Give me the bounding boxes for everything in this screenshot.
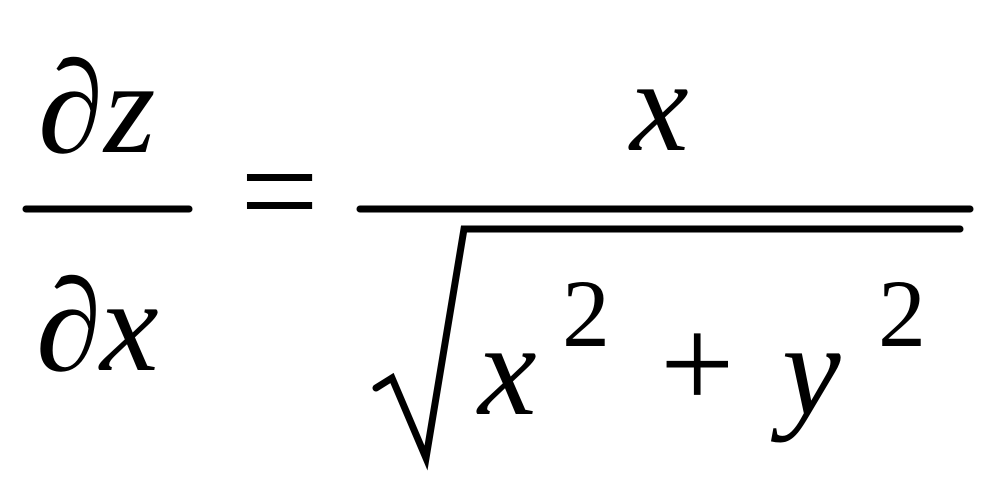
equals-sign: =	[240, 114, 319, 269]
lhs-denominator-variable: x	[98, 252, 159, 399]
lhs-fraction: ∂ z ∂ x	[22, 34, 193, 399]
radicand-term1-base: x	[476, 296, 537, 443]
radical-sign	[372, 225, 964, 471]
radical-stroke	[372, 225, 964, 471]
rhs-numerator-variable: x	[628, 32, 689, 179]
lhs-numerator-partial: ∂	[38, 34, 103, 181]
radicand-plus-operator: +	[660, 290, 734, 437]
radicand-term2-exponent: 2	[878, 260, 926, 367]
radicand-term1-exponent: 2	[562, 260, 610, 367]
lhs-numerator-variable: z	[102, 34, 155, 181]
lhs-denominator-partial: ∂	[36, 252, 101, 399]
rhs-fraction: x x 2 + y 2	[356, 32, 974, 471]
radicand-term2-base: y	[770, 296, 841, 443]
